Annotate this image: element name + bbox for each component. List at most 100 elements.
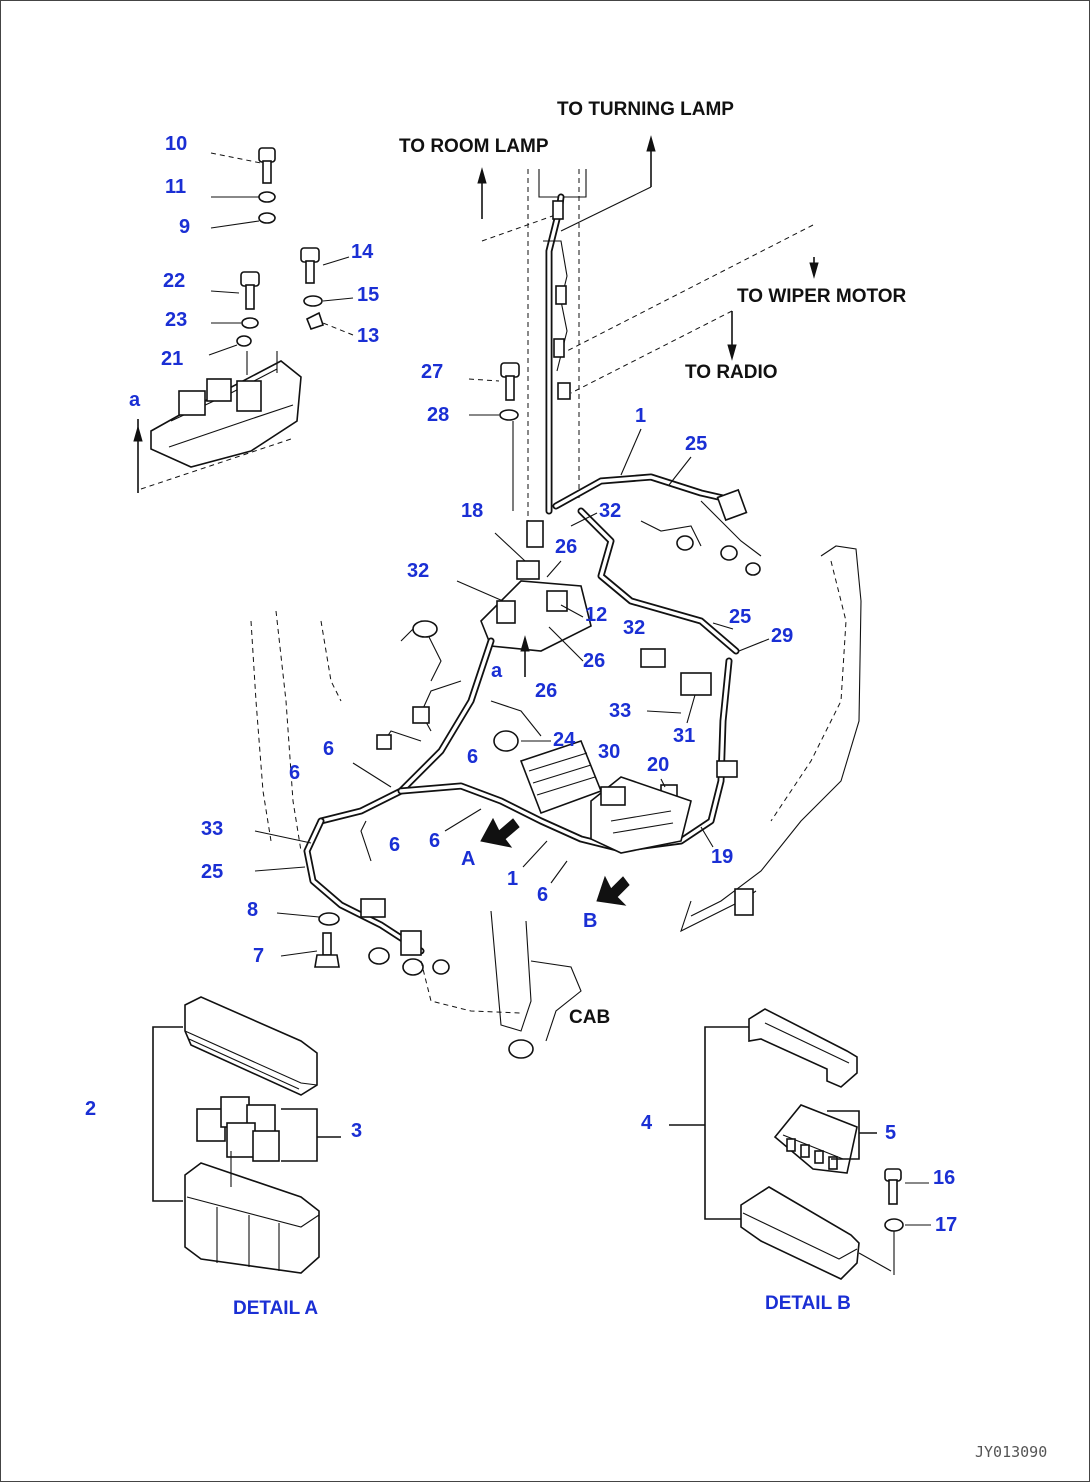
- leader-6-e: [444, 808, 482, 832]
- fuse-box-installed: [590, 776, 692, 854]
- bolt-10: [210, 147, 276, 184]
- callout-6-a: 6: [323, 738, 334, 760]
- callout-31: 31: [673, 725, 695, 747]
- relay-box-installed: [519, 740, 603, 815]
- to-radio-label: TO RADIO: [685, 362, 778, 383]
- callout-30: 30: [598, 741, 620, 763]
- callout-14: 14: [351, 241, 374, 263]
- callout-19: 19: [711, 846, 733, 868]
- washer-9: [210, 212, 276, 229]
- bolt-27: [468, 362, 520, 401]
- bolt-7: [280, 932, 340, 968]
- callout-22: 22: [163, 270, 185, 292]
- callout-18: 18: [461, 500, 483, 522]
- callout-13: 13: [357, 325, 379, 347]
- leader-6-f: [550, 860, 568, 884]
- cab-frame: [250, 545, 862, 1059]
- leader-31: [686, 694, 696, 724]
- to-wiper-motor-label: TO WIPER MOTOR: [737, 286, 907, 307]
- callout-2: 2: [85, 1098, 96, 1120]
- callout-33-left: 33: [201, 818, 223, 840]
- callout-7: 7: [253, 945, 264, 967]
- leader-26-mid: [548, 626, 584, 662]
- callout-25-top: 25: [685, 433, 707, 455]
- view-arrow-b: [596, 875, 630, 906]
- room-lamp-arrow: [477, 167, 562, 242]
- fuse-block-5: [773, 1104, 858, 1174]
- cab-label: CAB: [569, 1007, 610, 1028]
- ref-a-upper: a: [129, 389, 141, 411]
- callout-33-right: 33: [609, 700, 631, 722]
- wiper-motor-arrow: [566, 224, 819, 352]
- washer-17: [884, 1218, 931, 1275]
- callout-16: 16: [933, 1167, 955, 1189]
- callout-6-f: 6: [537, 884, 548, 906]
- leader-32-top: [570, 512, 598, 527]
- bolt-14: [300, 247, 350, 284]
- callout-26-low: 26: [535, 680, 557, 702]
- leader-33-right: [646, 710, 682, 714]
- leader-1-top: [620, 428, 642, 476]
- leader-33-left: [254, 830, 312, 844]
- detail-b-assembly: [669, 1008, 931, 1280]
- clip-13: [305, 311, 354, 336]
- ref-a-lower-arrow: [520, 635, 530, 677]
- screw-16: [884, 1168, 929, 1205]
- leader-1-low: [522, 840, 548, 868]
- callout-3: 3: [351, 1120, 362, 1142]
- callout-24: 24: [553, 729, 576, 751]
- leader-19: [700, 826, 714, 848]
- callout-11: 11: [165, 176, 186, 198]
- relay-group-3: [196, 1096, 280, 1162]
- clip-21: [208, 335, 252, 356]
- bolt-22: [210, 271, 260, 310]
- detail-a-assembly: [152, 996, 341, 1274]
- leader-18: [494, 532, 526, 562]
- roof-harness-column: [527, 169, 587, 521]
- callout-15: 15: [357, 284, 379, 306]
- controller-bracket: [150, 351, 302, 468]
- ref-a-arrow: [133, 419, 292, 493]
- drawing-code: JY013090: [975, 1443, 1047, 1461]
- callout-5: 5: [885, 1122, 896, 1144]
- leader-25-mid: [712, 622, 734, 630]
- leader-29: [738, 638, 770, 652]
- callout-25-left: 25: [201, 861, 223, 883]
- turning-lamp-arrow: [560, 135, 656, 232]
- leader-6-a: [352, 762, 392, 788]
- callout-1-low: 1: [507, 868, 518, 890]
- to-room-lamp-label: TO ROOM LAMP: [399, 136, 549, 157]
- callout-8: 8: [247, 899, 258, 921]
- ref-a-lower: a: [491, 660, 503, 682]
- view-label-a: A: [461, 848, 475, 870]
- washer-28: [469, 409, 519, 511]
- washer-15: [303, 295, 354, 307]
- radio-arrow: [570, 310, 737, 394]
- leader-32-left: [456, 580, 504, 602]
- leader-12: [560, 604, 584, 618]
- washer-8: [276, 912, 340, 926]
- callout-32-top: 32: [599, 500, 621, 522]
- callout-4: 4: [641, 1112, 653, 1134]
- detail-a-label: DETAIL A: [233, 1298, 318, 1319]
- callout-28: 28: [427, 404, 449, 426]
- callout-6-d: 6: [389, 834, 400, 856]
- callout-32-left: 32: [407, 560, 429, 582]
- callout-9: 9: [179, 216, 190, 238]
- callout-26-top: 26: [555, 536, 577, 558]
- callout-6-b: 6: [289, 762, 300, 784]
- washer-11: [211, 191, 276, 203]
- to-turning-lamp-label: TO TURNING LAMP: [557, 99, 734, 120]
- callout-25-mid: 25: [729, 606, 751, 628]
- callout-21: 21: [161, 348, 183, 370]
- detail-b-label: DETAIL B: [765, 1293, 851, 1314]
- callout-10: 10: [165, 133, 187, 155]
- callout-27: 27: [421, 361, 443, 383]
- washer-23: [211, 317, 259, 329]
- callout-6-c: 6: [467, 746, 478, 768]
- callout-1-top: 1: [635, 405, 646, 427]
- view-label-b: B: [583, 910, 597, 932]
- callout-6-e: 6: [429, 830, 440, 852]
